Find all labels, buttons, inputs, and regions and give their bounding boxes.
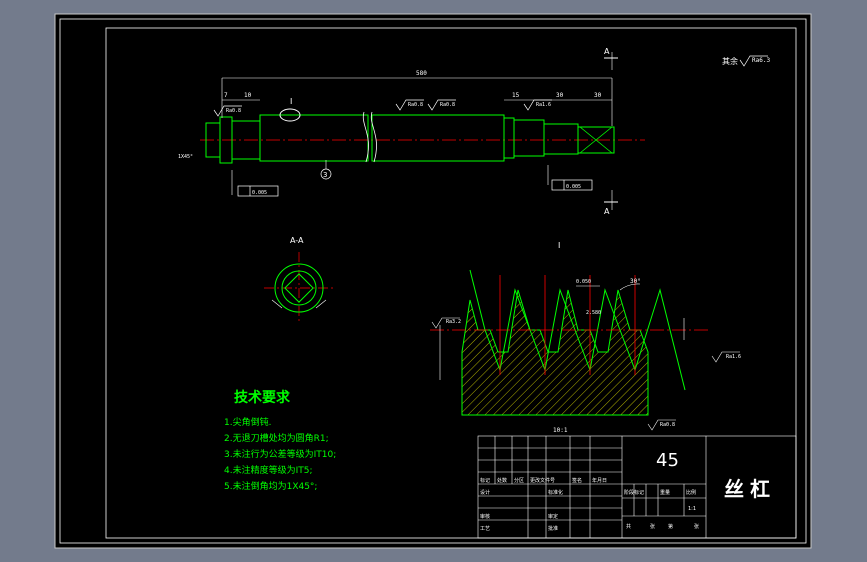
- svg-text:签名: 签名: [572, 477, 582, 484]
- balloon-number: 3: [323, 171, 327, 179]
- dim-right-c: 30: [594, 92, 602, 99]
- tolerance-right: 0.005: [566, 184, 581, 190]
- tolerance-frames: [237, 179, 593, 197]
- detail-scale: 10:1: [553, 427, 568, 434]
- title-material: 45: [656, 450, 679, 471]
- svg-text:批准: 批准: [548, 525, 558, 532]
- outer-frame: [59, 18, 807, 544]
- svg-text:工艺: 工艺: [480, 526, 490, 532]
- svg-text:年月日: 年月日: [592, 477, 607, 484]
- detail-roughness-left: Ra3.2: [446, 319, 461, 325]
- shaft-main-view: [200, 108, 645, 164]
- detail-dim-b: 2.580: [586, 310, 601, 316]
- dim-chamfer: 1X45°: [178, 154, 193, 160]
- section-markers: [604, 57, 618, 203]
- dim-right-b: 30: [556, 92, 564, 99]
- title-block: [477, 435, 797, 539]
- detail-thread-angle: 30°: [630, 278, 641, 285]
- svg-text:张: 张: [694, 523, 699, 530]
- svg-text:设计: 设计: [480, 489, 490, 496]
- svg-text:共: 共: [626, 523, 631, 530]
- drawing-sheet: [54, 13, 812, 549]
- detail-roughness-right: Ra1.6: [726, 354, 741, 360]
- tech-requirement-2: 2.无退刀槽处均为圆角R1;: [224, 432, 329, 444]
- tech-requirement-1: 1.尖角倒钝.: [224, 416, 271, 428]
- svg-text:审核: 审核: [480, 513, 490, 520]
- section-view-title: A-A: [290, 236, 304, 245]
- tech-requirements-title: 技术要求: [234, 389, 291, 406]
- section-label-top: A: [604, 47, 610, 56]
- detail-ref-label: I: [290, 97, 292, 106]
- dim-left-a: 7: [224, 92, 228, 99]
- detail-dim-a: 0.050: [576, 279, 591, 285]
- tolerance-left: 0.005: [252, 190, 267, 196]
- section-label-bottom: A: [604, 207, 610, 216]
- shaft-dimensions: [221, 52, 613, 210]
- roughness-symbols: [213, 55, 768, 117]
- svg-text:标准化: 标准化: [548, 489, 563, 496]
- roughness-right: Ra1.6: [536, 102, 551, 108]
- roughness-left: Ra0.8: [226, 108, 241, 114]
- svg-text:处数: 处数: [497, 477, 507, 484]
- svg-text:更改文件号: 更改文件号: [530, 477, 555, 484]
- svg-text:分区: 分区: [514, 477, 524, 484]
- title-block-labels: 标记 处数 分区 更改文件号 签名 年月日 设计 审核 工艺 标准化 审定 批准…: [480, 477, 699, 532]
- tech-requirement-5: 5.未注倒角均为1X45°;: [224, 480, 317, 492]
- svg-text:阶段标记: 阶段标记: [624, 489, 644, 496]
- svg-text:审定: 审定: [548, 513, 558, 520]
- dim-left-b: 10: [244, 92, 252, 99]
- svg-text:重量: 重量: [660, 489, 670, 496]
- svg-text:第: 第: [668, 523, 673, 530]
- svg-text:标记: 标记: [480, 477, 490, 484]
- detail-title: I: [558, 241, 560, 250]
- inner-frame: [105, 27, 797, 539]
- roughness-mid-a: Ra0.8: [408, 102, 423, 108]
- svg-text:1:1: 1:1: [688, 506, 696, 512]
- title-part-name: 丝杠: [724, 477, 776, 501]
- dim-right-a: 15: [512, 92, 520, 99]
- tech-requirement-4: 4.未注精度等级为IT5;: [224, 464, 313, 476]
- roughness-other-prefix: 其余: [722, 56, 738, 66]
- thread-detail-view: [430, 269, 740, 431]
- roughness-mid-b: Ra0.8: [440, 102, 455, 108]
- detail-roughness-bottom: Ra0.8: [660, 422, 675, 428]
- svg-text:张: 张: [650, 523, 655, 530]
- tech-requirement-3: 3.未注行为公差等级为IT10;: [224, 448, 336, 460]
- svg-text:比例: 比例: [686, 489, 696, 496]
- roughness-other-value: Ra6.3: [752, 57, 770, 64]
- section-a-a-view: [264, 252, 334, 322]
- dim-overall-length: 580: [416, 70, 427, 77]
